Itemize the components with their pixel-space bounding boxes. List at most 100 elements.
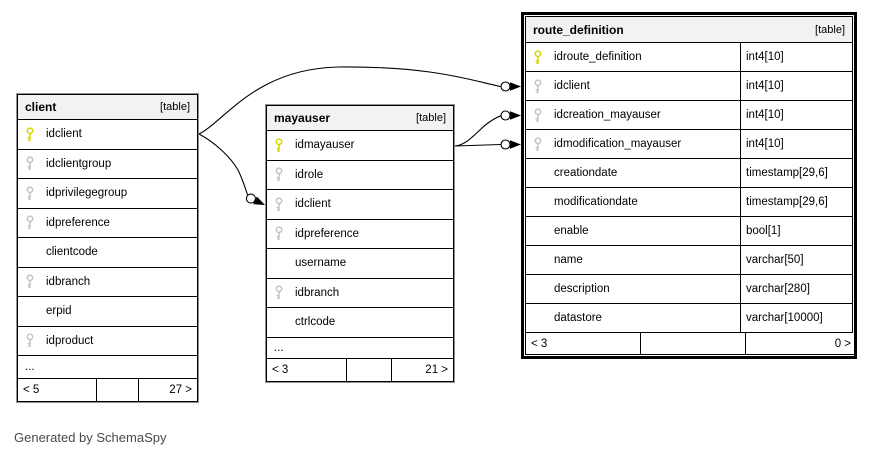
more-columns-ellipsis: ... xyxy=(17,356,198,379)
column-type: int4[10] xyxy=(740,72,852,100)
table-tag: [table] xyxy=(416,112,446,124)
table-client-header: client [table] xyxy=(17,94,198,120)
footer-spacer xyxy=(640,333,745,355)
column-row: idbranch xyxy=(266,278,454,308)
column-name: idclientgroup xyxy=(46,157,112,170)
table-name[interactable]: mayauser xyxy=(274,111,331,125)
column-row: idpreference xyxy=(17,208,198,238)
column-row: idroute_definition int4[10] xyxy=(525,43,853,72)
column-type: timestamp[29,6] xyxy=(740,188,852,216)
column-name: creationdate xyxy=(554,167,618,179)
footer-spacer xyxy=(96,379,138,402)
table-route-definition: route_definition [table] idroute_definit… xyxy=(521,12,857,359)
column-type: timestamp[29,6] xyxy=(740,159,852,187)
column-name: idcreation_mayauser xyxy=(554,109,661,121)
column-row: idclient xyxy=(17,120,198,150)
foreign-key-icon xyxy=(274,285,295,300)
foreign-key-icon xyxy=(533,78,554,94)
primary-key-icon xyxy=(25,127,46,142)
table-footer: < 5 27 > xyxy=(17,379,198,402)
column-name: idpreference xyxy=(295,227,359,240)
column-type: int4[10] xyxy=(740,101,852,129)
column-row: idmayauser xyxy=(266,131,454,161)
column-name: idclient xyxy=(554,80,590,92)
foreign-key-icon xyxy=(533,107,554,123)
column-row: idclient xyxy=(266,190,454,220)
column-row: idprivilegegroup xyxy=(17,179,198,209)
column-name: idmodification_mayauser xyxy=(554,138,682,150)
column-row: idproduct xyxy=(17,326,198,356)
foreign-key-icon xyxy=(25,333,46,348)
column-name: ctrlcode xyxy=(295,316,336,329)
relationship-line-mayauser-idmodification xyxy=(454,143,502,147)
column-name: erpid xyxy=(46,305,72,318)
column-name: name xyxy=(554,254,583,266)
table-mayauser-header: mayauser [table] xyxy=(266,105,454,131)
relationship-line-mayauser-idcreation xyxy=(454,115,502,147)
column-row: description varchar[280] xyxy=(525,275,853,304)
foreign-key-icon xyxy=(25,186,46,201)
column-type: varchar[280] xyxy=(740,275,852,303)
column-row: idclient int4[10] xyxy=(525,72,853,101)
arrowhead-icon xyxy=(510,111,521,120)
column-name: idbranch xyxy=(295,286,340,299)
table-route-definition-header: route_definition [table] xyxy=(525,16,853,43)
footer-children-count: 0 > xyxy=(745,333,857,355)
table-name[interactable]: route_definition xyxy=(533,22,624,37)
column-type: bool[1] xyxy=(740,217,852,245)
table-footer: < 3 21 > xyxy=(266,359,454,382)
foreign-key-icon xyxy=(25,215,46,230)
footer-parents-count: < 3 xyxy=(525,333,640,355)
column-row: idbranch xyxy=(17,267,198,297)
column-row: ctrlcode xyxy=(266,308,454,338)
column-name: username xyxy=(295,257,347,270)
column-type: int4[10] xyxy=(740,130,852,158)
footer-children-count: 27 > xyxy=(138,379,198,402)
zero-cardinality-circle xyxy=(245,193,256,204)
column-row: erpid xyxy=(17,297,198,327)
column-name: description xyxy=(554,283,610,295)
column-name: idbranch xyxy=(46,275,91,288)
column-row: modificationdate timestamp[29,6] xyxy=(525,188,853,217)
zero-cardinality-circle xyxy=(500,81,511,92)
foreign-key-icon xyxy=(25,156,46,171)
column-name: idrole xyxy=(295,168,324,181)
column-row: idpreference xyxy=(266,219,454,249)
column-name: idclient xyxy=(295,198,331,211)
foreign-key-icon xyxy=(25,274,46,289)
column-row: username xyxy=(266,249,454,279)
column-type: varchar[50] xyxy=(740,246,852,274)
column-row: clientcode xyxy=(17,238,198,268)
relationship-line-client-mayauser xyxy=(198,133,249,195)
column-type: int4[10] xyxy=(740,43,852,71)
table-tag: [table] xyxy=(815,23,845,36)
column-row: datastore varchar[10000] xyxy=(525,304,853,333)
zero-cardinality-circle xyxy=(500,110,511,121)
column-row: name varchar[50] xyxy=(525,246,853,275)
table-client: client [table] idclient idclientgroup id… xyxy=(16,93,199,403)
column-name: datastore xyxy=(554,312,602,324)
column-row: idmodification_mayauser int4[10] xyxy=(525,130,853,159)
table-footer: < 3 0 > xyxy=(525,333,857,355)
arrowhead-icon xyxy=(510,82,521,91)
foreign-key-icon xyxy=(274,197,295,212)
footer-children-count: 21 > xyxy=(391,359,454,382)
table-tag: [table] xyxy=(160,101,190,113)
arrowhead-icon xyxy=(510,140,521,149)
column-type: varchar[10000] xyxy=(740,304,852,332)
more-columns-ellipsis: ... xyxy=(266,337,454,359)
table-mayauser: mayauser [table] idmayauser idrole idcli… xyxy=(265,104,455,383)
column-name: idclient xyxy=(46,128,82,141)
foreign-key-icon xyxy=(533,136,554,152)
primary-key-icon xyxy=(533,49,554,65)
zero-cardinality-circle xyxy=(500,139,511,150)
column-name: idprivilegegroup xyxy=(46,187,128,200)
column-row: enable bool[1] xyxy=(525,217,853,246)
column-name: idpreference xyxy=(46,216,110,229)
column-name: enable xyxy=(554,225,589,237)
column-row: idcreation_mayauser int4[10] xyxy=(525,101,853,130)
table-name[interactable]: client xyxy=(25,100,57,114)
foreign-key-icon xyxy=(274,226,295,241)
generated-by-credit: Generated by SchemaSpy xyxy=(14,430,167,445)
